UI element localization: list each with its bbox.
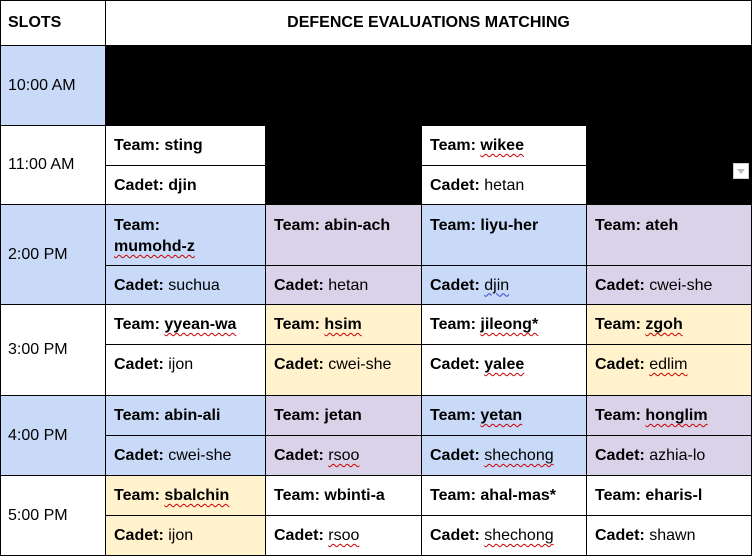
dropdown-arrow-icon[interactable]	[733, 163, 749, 179]
team-cell[interactable]: Team:mumohd-z	[105, 204, 266, 266]
cadet-cell[interactable]: Cadet: cwei-she	[586, 265, 752, 305]
team-cell[interactable]: Team: yetan	[421, 395, 587, 436]
team-cell[interactable]: Team: abin-ach	[265, 204, 422, 266]
team-cell[interactable]: Team: jetan	[265, 395, 422, 436]
slot-1500[interactable]: 3:00 PM	[0, 304, 106, 396]
team-cell[interactable]: Team: sbalchin	[105, 475, 266, 516]
cadet-cell[interactable]: Cadet: djin	[421, 265, 587, 305]
team-cell[interactable]: Team: liyu-her	[421, 204, 587, 266]
cadet-cell[interactable]: Cadet: suchua	[105, 265, 266, 305]
cadet-cell[interactable]: Cadet: shawn	[586, 515, 752, 556]
team-cell[interactable]: Team: jileong*	[421, 304, 587, 345]
blocked-cell[interactable]	[105, 45, 752, 126]
cadet-cell[interactable]: Cadet: yalee	[421, 344, 587, 396]
team-cell[interactable]: Team: zgoh	[586, 304, 752, 345]
cadet-cell[interactable]: Cadet: hetan	[421, 165, 587, 205]
cadet-cell[interactable]: Cadet: cwei-she	[265, 344, 422, 396]
team-cell[interactable]: Team: yyean-wa	[105, 304, 266, 345]
slot-1000[interactable]: 10:00 AM	[0, 45, 106, 126]
team-cell[interactable]: Team: wikee	[421, 125, 587, 166]
cadet-cell[interactable]: Cadet: ijon	[105, 344, 266, 396]
team-cell[interactable]: Team: ahal-mas*	[421, 475, 587, 516]
cadet-cell[interactable]: Cadet: ijon	[105, 515, 266, 556]
cadet-cell[interactable]: Cadet: hetan	[265, 265, 422, 305]
cadet-cell[interactable]: Cadet: shechong	[421, 435, 587, 476]
cadet-cell[interactable]: Cadet: azhia-lo	[586, 435, 752, 476]
team-cell[interactable]: Team: honglim	[586, 395, 752, 436]
team-cell[interactable]: Team: hsim	[265, 304, 422, 345]
slot-1700[interactable]: 5:00 PM	[0, 475, 106, 556]
slots-header[interactable]: SLOTS	[0, 0, 106, 46]
cadet-cell[interactable]: Cadet: edlim	[586, 344, 752, 396]
slot-1600[interactable]: 4:00 PM	[0, 395, 106, 476]
blocked-cell[interactable]	[586, 125, 752, 205]
cadet-cell[interactable]: Cadet: djin	[105, 165, 266, 205]
team-cell[interactable]: Team: wbinti-a	[265, 475, 422, 516]
team-cell[interactable]: Team: abin-ali	[105, 395, 266, 436]
cadet-cell[interactable]: Cadet: rsoo	[265, 515, 422, 556]
team-cell[interactable]: Team: eharis-l	[586, 475, 752, 516]
cadet-cell[interactable]: Cadet: rsoo	[265, 435, 422, 476]
cadet-cell[interactable]: Cadet: shechong	[421, 515, 587, 556]
blocked-cell[interactable]	[265, 125, 422, 205]
team-cell[interactable]: Team: ateh	[586, 204, 752, 266]
title-header[interactable]: DEFENCE EVALUATIONS MATCHING	[105, 0, 752, 46]
cadet-cell[interactable]: Cadet: cwei-she	[105, 435, 266, 476]
team-cell[interactable]: Team: sting	[105, 125, 266, 166]
slot-1100[interactable]: 11:00 AM	[0, 125, 106, 205]
slot-1400[interactable]: 2:00 PM	[0, 204, 106, 305]
